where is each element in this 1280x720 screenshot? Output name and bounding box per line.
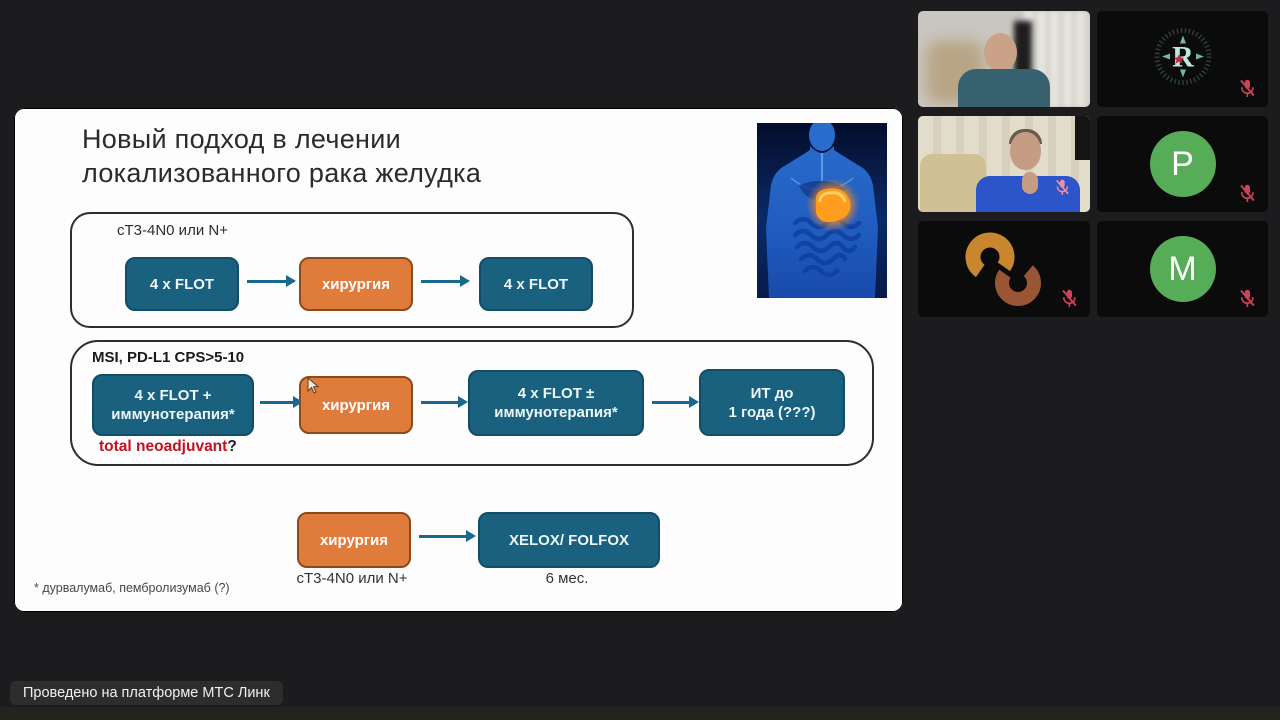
presenter-cursor-icon <box>306 376 320 395</box>
participant-head <box>984 33 1017 72</box>
box-4xflot-post: 4 x FLOT <box>479 257 593 311</box>
box-flot-immuno-pre: 4 x FLOT + иммунотерапия* <box>92 374 254 436</box>
society-logo-emblem-icon: R <box>1150 24 1216 95</box>
specimen-shapes <box>965 232 1041 306</box>
mic-muted-icon <box>1060 288 1078 308</box>
svg-text:R: R <box>1172 41 1194 74</box>
box-line: 4 x FLOT + <box>134 387 212 404</box>
avatar: P <box>1149 131 1216 197</box>
avatar: M <box>1149 236 1216 302</box>
arrow-icon <box>260 396 303 408</box>
mic-muted-icon <box>1238 183 1256 203</box>
arrow-icon <box>419 530 476 542</box>
participant-hand <box>1022 172 1038 194</box>
box-line: иммунотерапия* <box>111 406 235 423</box>
box-4xflot-pre: 4 x FLOT <box>125 257 239 311</box>
arrow-icon <box>652 396 699 408</box>
avatar-initial: M <box>1168 249 1197 288</box>
protocol-group-msi: MSI, PD-L1 CPS>5-10 4 x FLOT + иммунотер… <box>70 340 874 466</box>
box-it-one-year: ИТ до 1 года (???) <box>699 369 845 436</box>
protocol1-label: cT3-4N0 или N+ <box>117 222 228 239</box>
box-surgery-2: хирургия <box>299 376 413 434</box>
participant-tile-avatar-p[interactable]: P <box>1097 116 1268 212</box>
background-shadow <box>1075 116 1090 160</box>
platform-badge: Проведено на платформе МТС Линк <box>10 681 283 705</box>
xelox-sublabel: 6 мес. <box>545 570 589 587</box>
chair <box>920 154 986 212</box>
box-line: иммунотерапия* <box>494 404 618 421</box>
participant-tile-speaker-video[interactable] <box>918 11 1090 107</box>
mic-muted-icon <box>1238 288 1256 308</box>
note-text: total neoadjuvant <box>99 438 228 455</box>
background-shadow <box>1014 21 1032 79</box>
slide-title-line2: локализованного рака желудка <box>82 158 482 188</box>
bottom-bar <box>0 707 1280 720</box>
slide-title-line1: Новый подход в лечении <box>82 124 401 154</box>
mic-muted-icon <box>1238 78 1256 98</box>
box-line: 1 года (???) <box>728 403 816 421</box>
box-flot-immuno-post: 4 x FLOT ± иммунотерапия* <box>468 370 644 436</box>
participant-tile-logo[interactable]: R <box>1097 11 1268 107</box>
surgery3-sublabel: cT3-4N0 или N+ <box>296 570 408 587</box>
arrow-icon <box>247 275 296 287</box>
participant-tile-specimen-image[interactable] <box>918 221 1090 317</box>
mic-muted-icon <box>1054 178 1072 198</box>
slide-title: Новый подход в лечении локализованного р… <box>82 122 481 190</box>
avatar-initial: P <box>1171 144 1194 183</box>
protocol2-label: MSI, PD-L1 CPS>5-10 <box>92 349 245 366</box>
box-surgery-3: хирургия <box>297 512 411 568</box>
participant-scrubs <box>958 69 1050 107</box>
arrow-icon <box>421 396 468 408</box>
box-line: ИТ до <box>750 384 794 402</box>
participant-tile-avatar-m[interactable]: M <box>1097 221 1268 317</box>
box-surgery-1: хирургия <box>299 257 413 311</box>
note-question-mark: ? <box>227 438 237 455</box>
slide-footnote: * дурвалумаб, пембролизумаб (?) <box>34 581 230 595</box>
protocol-group-ct3: cT3-4N0 или N+ 4 x FLOT хирургия 4 x FLO… <box>70 212 634 328</box>
box-xelox-folfox: XELOX/ FOLFOX <box>478 512 660 568</box>
box-line: 4 x FLOT ± <box>517 385 595 402</box>
shared-slide: Новый подход в лечении локализованного р… <box>14 108 903 612</box>
stomach-anatomy-image <box>757 119 887 298</box>
total-neoadjuvant-note: total neoadjuvant? <box>99 438 237 456</box>
arrow-icon <box>421 275 470 287</box>
participant-head <box>1010 132 1041 170</box>
participant-tile-video-2[interactable] <box>918 116 1090 212</box>
